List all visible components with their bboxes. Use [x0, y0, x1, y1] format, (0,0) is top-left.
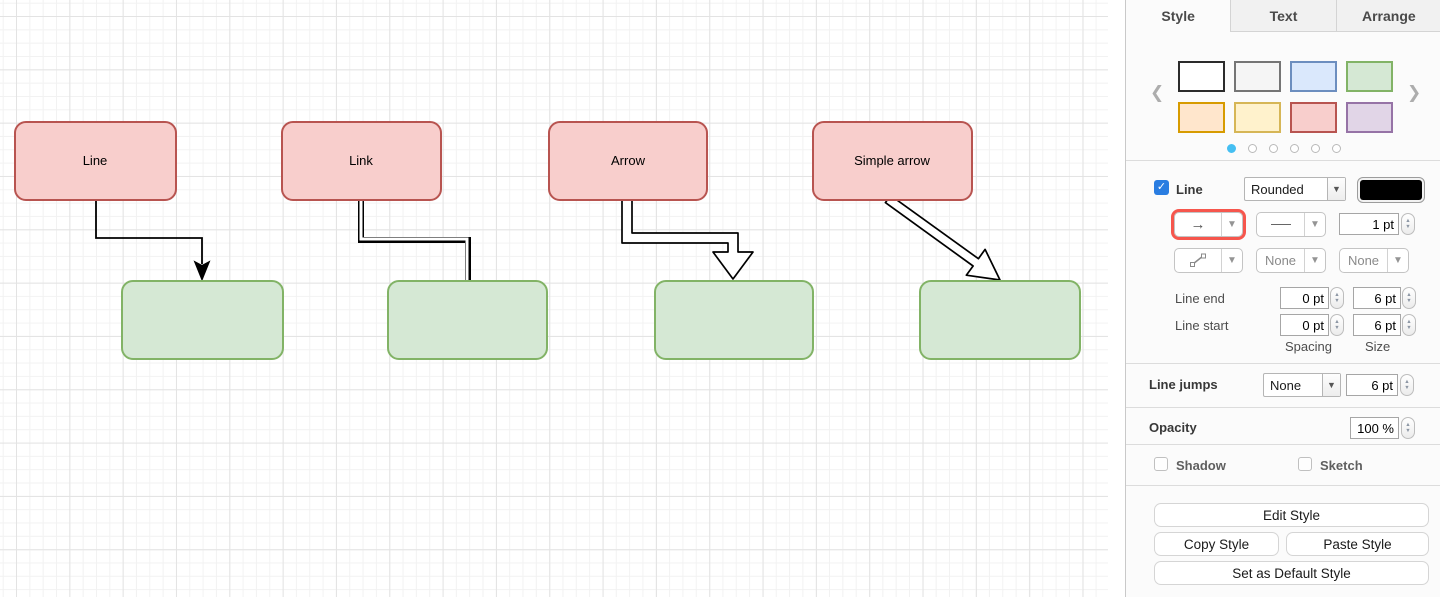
line-start-spacing-input[interactable]: 0 pt	[1280, 314, 1329, 336]
chevron-down-icon: ▼	[1322, 374, 1340, 396]
chevron-down-icon: ▼	[1221, 249, 1242, 272]
style-swatch-blue[interactable]	[1290, 61, 1337, 92]
sketch-label: Sketch	[1320, 458, 1363, 473]
arrow-style-dropdown[interactable]: → ▼	[1171, 209, 1246, 240]
style-swatch-gray[interactable]	[1234, 61, 1281, 92]
sketch-checkbox[interactable]	[1298, 457, 1312, 471]
line-width-stepper[interactable]: ▲▼	[1401, 213, 1415, 235]
line-color-button[interactable]	[1357, 177, 1425, 203]
chevron-right-icon[interactable]: ❯	[1407, 83, 1422, 102]
shadow-checkbox[interactable]	[1154, 457, 1168, 471]
right-arrow-icon: →	[1190, 216, 1206, 233]
edge-arrow[interactable]	[621, 199, 754, 280]
style-swatch-orange[interactable]	[1178, 102, 1225, 133]
chevron-left-icon[interactable]: ❮	[1150, 83, 1165, 102]
edge-line[interactable]	[95, 200, 211, 282]
line-jumps-size-input[interactable]: 6 pt	[1346, 374, 1398, 396]
pagination-dot[interactable]	[1310, 144, 1320, 153]
style-swatch-white[interactable]	[1178, 61, 1225, 92]
line-start-spacing-stepper[interactable]: ▲▼	[1330, 314, 1344, 336]
style-swatch-green[interactable]	[1346, 61, 1393, 92]
size-label: Size	[1365, 339, 1391, 354]
line-end-spacing-input[interactable]: 0 pt	[1280, 287, 1329, 309]
node-source-link[interactable]: Link	[281, 121, 442, 201]
pagination-dot[interactable]	[1268, 144, 1278, 153]
node-label: Line	[83, 153, 108, 168]
pagination-dot[interactable]	[1331, 144, 1341, 153]
line-width-input[interactable]: 1 pt	[1339, 213, 1399, 235]
paste-style-button[interactable]: Paste Style	[1286, 532, 1429, 556]
edge-link[interactable]	[358, 200, 471, 281]
stroke-style-dropdown[interactable]: ▼	[1256, 212, 1326, 237]
node-label: Simple arrow	[854, 153, 930, 168]
connector-none-dropdown[interactable]: None ▼	[1339, 248, 1409, 273]
line-start-label: Line start	[1175, 318, 1229, 333]
opacity-stepper[interactable]: ▲▼	[1401, 417, 1415, 439]
carousel-pagination	[1126, 144, 1440, 153]
line-end-size-input[interactable]: 6 pt	[1353, 287, 1401, 309]
edge-simple-arrow[interactable]	[884, 194, 1001, 281]
node-target-1[interactable]	[121, 280, 284, 360]
chevron-down-icon: ▼	[1387, 249, 1408, 272]
corner-style-select[interactable]: Rounded ▼	[1244, 177, 1346, 201]
chevron-down-icon: ▼	[1304, 213, 1325, 236]
line-jumps-size-stepper[interactable]: ▲▼	[1400, 374, 1414, 396]
edit-style-button[interactable]: Edit Style	[1154, 503, 1429, 527]
chevron-down-icon: ▼	[1221, 213, 1242, 236]
line-section-label: Line	[1176, 182, 1203, 197]
node-label: Arrow	[611, 153, 646, 168]
shadow-label: Shadow	[1176, 458, 1226, 473]
chevron-down-icon: ▼	[1327, 178, 1345, 200]
node-source-line[interactable]: Line	[14, 121, 177, 201]
style-swatch-red[interactable]	[1290, 102, 1337, 133]
pagination-dot[interactable]	[1226, 144, 1236, 153]
solid-line-icon	[1257, 224, 1304, 225]
format-panel: Style Text Arrange ❮ ❯ ✓ Line Rounded ▼	[1125, 0, 1440, 597]
line-checkbox[interactable]: ✓	[1154, 180, 1169, 195]
copy-style-button[interactable]: Copy Style	[1154, 532, 1279, 556]
node-target-4[interactable]	[919, 280, 1081, 360]
node-source-arrow[interactable]: Arrow	[548, 121, 708, 201]
line-end-label: Line end	[1175, 291, 1225, 306]
opacity-input[interactable]: 100 %	[1350, 417, 1399, 439]
line-start-size-stepper[interactable]: ▲▼	[1402, 314, 1416, 336]
pagination-dot[interactable]	[1247, 144, 1257, 153]
waypoints-icon	[1175, 253, 1221, 268]
node-source-simple-arrow[interactable]: Simple arrow	[812, 121, 973, 201]
waypoints-dropdown[interactable]: ▼	[1174, 248, 1243, 273]
spacing-label: Spacing	[1285, 339, 1332, 354]
pagination-dot[interactable]	[1289, 144, 1299, 153]
style-swatch-yellow[interactable]	[1234, 102, 1281, 133]
line-end-size-stepper[interactable]: ▲▼	[1402, 287, 1416, 309]
line-end-spacing-stepper[interactable]: ▲▼	[1330, 287, 1344, 309]
line-jumps-select[interactable]: None ▼	[1263, 373, 1341, 397]
set-default-style-button[interactable]: Set as Default Style	[1154, 561, 1429, 585]
chevron-down-icon: ▼	[1304, 249, 1325, 272]
node-target-3[interactable]	[654, 280, 814, 360]
diagram-canvas[interactable]: Line Link Arrow Simple arrow	[0, 0, 1125, 597]
node-label: Link	[349, 153, 373, 168]
line-start-size-input[interactable]: 6 pt	[1353, 314, 1401, 336]
tab-arrange[interactable]: Arrange	[1335, 0, 1440, 32]
connection-dropdown[interactable]: None ▼	[1256, 248, 1326, 273]
style-swatch-purple[interactable]	[1346, 102, 1393, 133]
line-color-chip	[1360, 180, 1422, 200]
opacity-label: Opacity	[1149, 420, 1197, 435]
tab-style[interactable]: Style	[1126, 0, 1231, 32]
format-tabs: Style Text Arrange	[1126, 0, 1440, 32]
node-target-2[interactable]	[387, 280, 548, 360]
tab-text[interactable]: Text	[1230, 0, 1336, 32]
line-jumps-label: Line jumps	[1149, 377, 1218, 392]
